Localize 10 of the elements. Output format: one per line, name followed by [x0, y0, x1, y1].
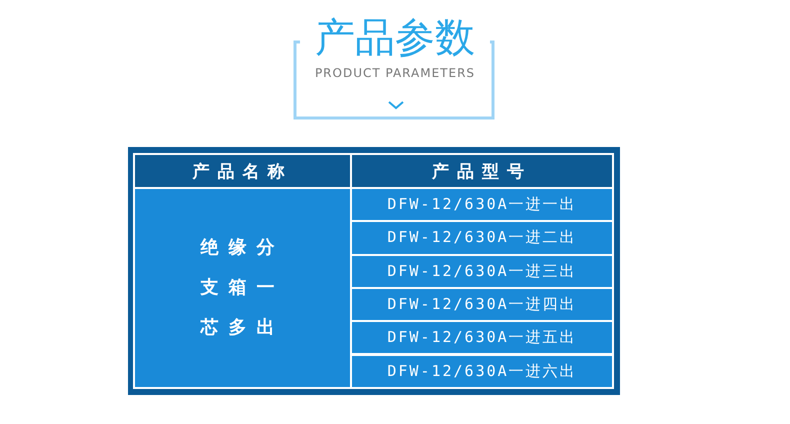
model-number: DFW-12/630A一进五出	[352, 322, 612, 354]
model-number: DFW-12/630A一进三出	[352, 256, 612, 287]
subtitle: PRODUCT PARAMETERS	[314, 66, 476, 80]
model-number: DFW-12/630A一进六出	[352, 356, 612, 387]
model-number: DFW-12/630A一进一出	[352, 189, 612, 220]
model-number: DFW-12/630A一进二出	[352, 222, 612, 254]
model-number: DFW-12/630A一进四出	[352, 288, 612, 320]
column-header: 产品型号	[352, 155, 612, 187]
product-name: 绝缘分支箱一芯多出	[135, 189, 350, 387]
column-header: 产品名称	[135, 155, 350, 187]
